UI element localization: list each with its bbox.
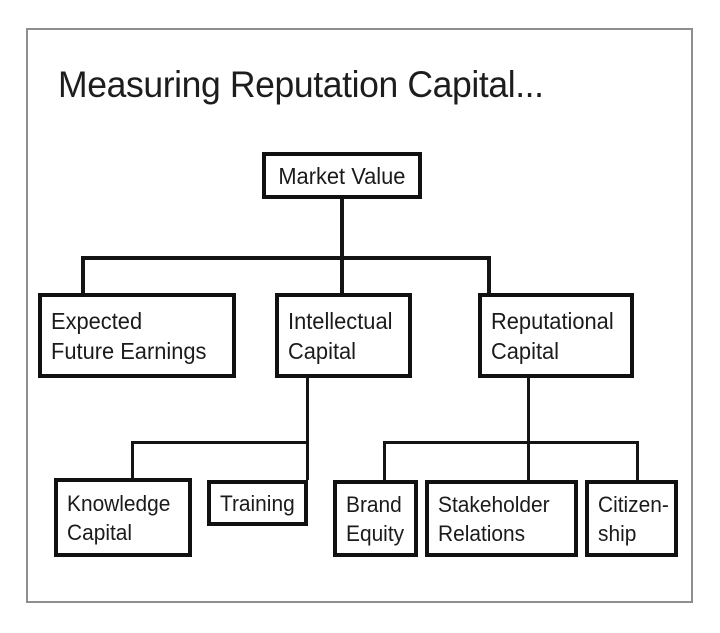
node-label-line-1: Stakeholder [438,491,550,517]
node-label-line-2: Capital [491,337,560,364]
connector-level2-bus [81,256,491,260]
node-market-value[interactable]: Market Value [262,152,422,199]
node-training[interactable]: Training [207,480,308,526]
node-reputational-capital[interactable]: Reputational Capital [478,293,634,378]
node-knowledge-capital[interactable]: Knowledge Capital [54,478,192,557]
node-stakeholder-relations[interactable]: Stakeholder Relations [425,480,578,557]
node-label-line-2: Equity [346,520,405,546]
node-label-line-1: Citizen- [598,491,669,517]
connector-to-training [306,441,309,480]
node-label-line-2: Relations [438,520,526,546]
node-label-line-1: Expected [51,307,143,334]
node-brand-equity[interactable]: Brand Equity [333,480,418,557]
connector-root-down [340,198,344,260]
node-label-line-2: ship [598,520,637,546]
node-label-line-1: Intellectual [288,307,393,334]
connector-intellectual-down [306,378,309,444]
connector-to-brand-equity [383,441,386,480]
node-intellectual-capital[interactable]: Intellectual Capital [275,293,412,378]
node-expected-future-earnings[interactable]: Expected Future Earnings [38,293,236,378]
node-label-line-1: Market Value [278,162,406,189]
node-label-line-2: Future Earnings [51,337,207,364]
node-label-line-1: Brand [346,491,402,517]
connector-to-expected-future-earnings [81,256,85,295]
connector-to-reputational-capital [487,256,491,295]
connector-reputational-bus [383,441,639,444]
connector-reputational-down [527,378,530,444]
node-label-line-1: Reputational [491,307,614,334]
node-label-line-2: Capital [67,519,133,545]
node-label-line-2: Capital [288,337,357,364]
node-label-line-1: Training [220,490,295,516]
connector-to-stakeholder-relations [527,441,530,480]
node-label-line-1: Knowledge [67,490,171,516]
diagram-title: Measuring Reputation Capital... [58,64,544,105]
connector-to-citizenship [636,441,639,480]
connector-to-intellectual-capital [340,256,344,295]
connector-intellectual-bus [131,441,308,444]
connector-to-knowledge-capital [131,441,134,480]
node-citizenship[interactable]: Citizen- ship [585,480,678,557]
